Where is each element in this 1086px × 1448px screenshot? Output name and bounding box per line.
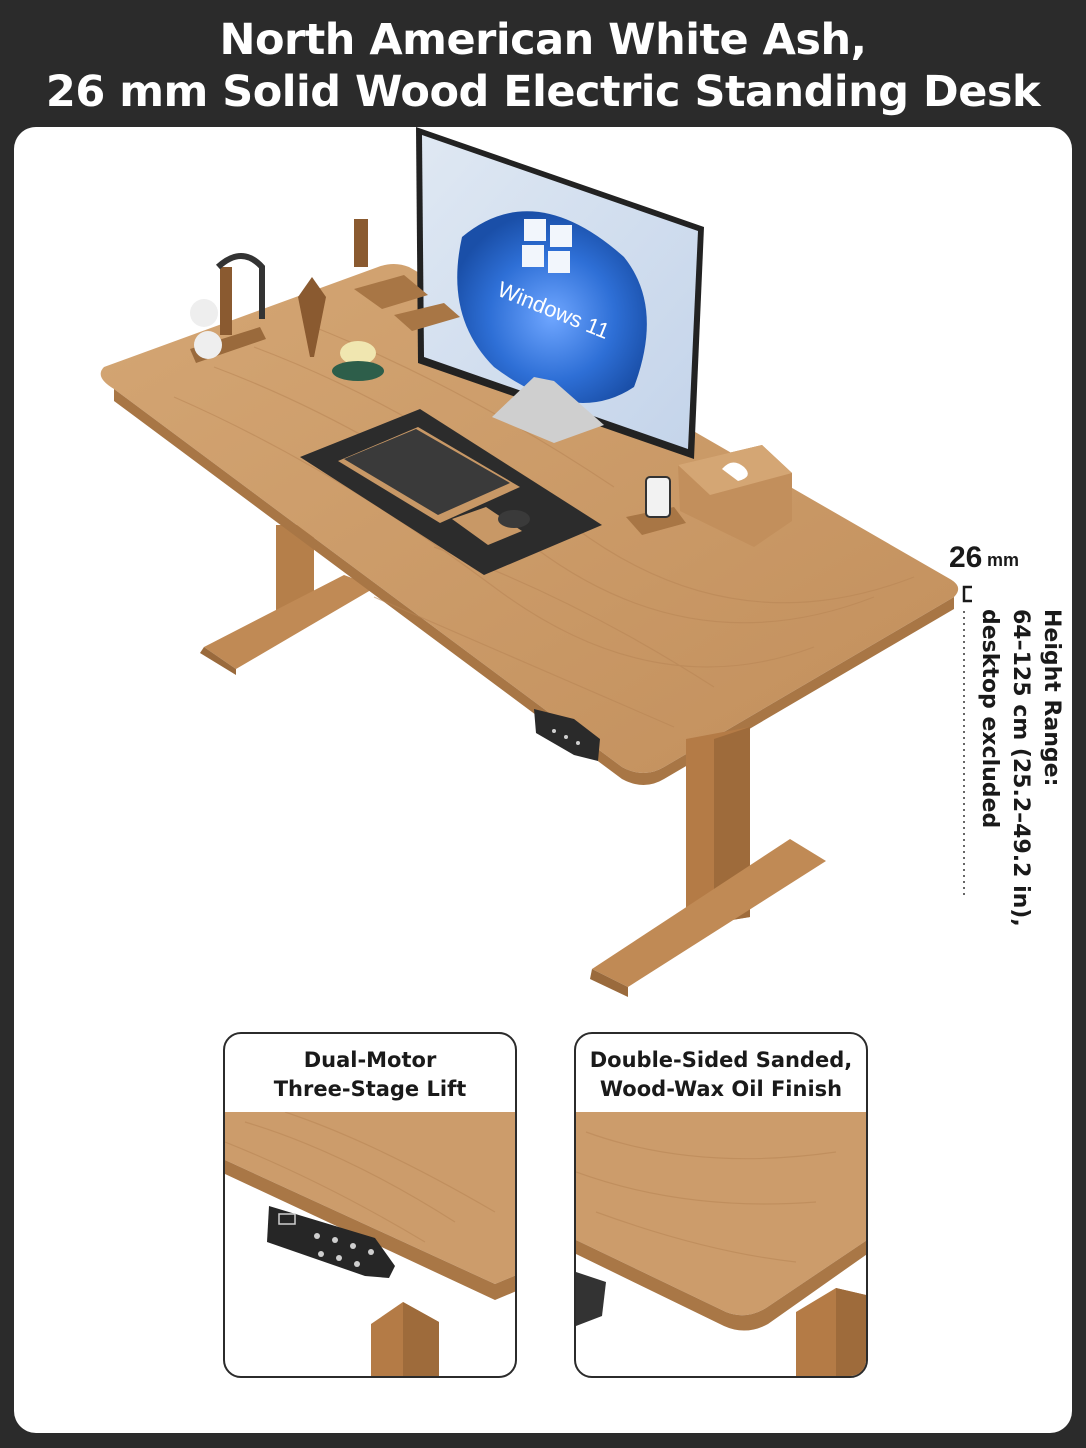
dimension-marker <box>962 585 972 897</box>
feature-card-lift-label: Dual-Motor Three-Stage Lift <box>225 1046 515 1104</box>
control-panel-logo-icon <box>278 1213 296 1225</box>
back-leg <box>200 525 376 675</box>
product-panel: Windows 11 26 mm Height Range: 64–125 cm… <box>14 127 1072 1433</box>
feature-card-finish: Double-Sided Sanded, Wood-Wax Oil Finish <box>574 1032 868 1378</box>
feature-lift-line-2: Three-Stage Lift <box>273 1077 467 1101</box>
page-title: North American White Ash, 26 mm Solid Wo… <box>0 14 1086 118</box>
thickness-unit: mm <box>987 550 1020 570</box>
desk-control-panel <box>534 709 600 761</box>
finish-closeup-image <box>576 1112 866 1376</box>
feature-card-lift: Dual-Motor Three-Stage Lift <box>223 1032 517 1378</box>
feature-finish-line-1: Double-Sided Sanded, <box>589 1048 853 1072</box>
feature-card-finish-label: Double-Sided Sanded, Wood-Wax Oil Finish <box>576 1046 866 1104</box>
front-leg <box>590 727 826 997</box>
lift-closeup-image <box>225 1112 515 1376</box>
thickness-value: 26 <box>949 541 983 574</box>
desk-illustration: Windows 11 <box>100 127 972 997</box>
height-line-3: desktop excluded <box>977 609 1002 829</box>
height-line-2: 64–125 cm (25.2–49.2 in), <box>1008 609 1033 927</box>
desk-accessories <box>190 219 792 547</box>
feature-finish-line-2: Wood-Wax Oil Finish <box>599 1077 843 1101</box>
title-line-2: 26 mm Solid Wood Electric Standing Desk <box>45 67 1041 117</box>
height-range-label: Height Range: 64–125 cm (25.2–49.2 in), … <box>974 609 1067 927</box>
feature-lift-line-1: Dual-Motor <box>303 1048 437 1072</box>
title-line-1: North American White Ash, <box>219 15 867 65</box>
height-line-1: Height Range: <box>1039 609 1064 787</box>
desk-mat <box>300 409 602 575</box>
monitor <box>416 127 704 459</box>
